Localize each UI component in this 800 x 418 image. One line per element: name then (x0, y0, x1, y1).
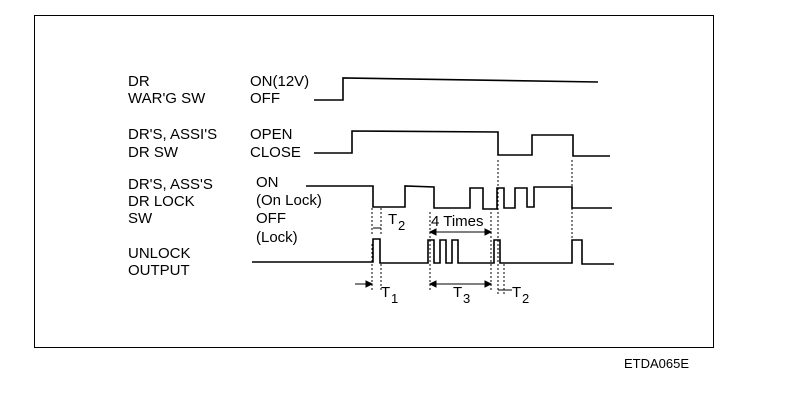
signal-1-state-high: ON(12V) (250, 73, 310, 90)
signal-2-state-low: CLOSE (250, 144, 301, 161)
signal-4-name-line-2: OUTPUT (128, 262, 190, 279)
t2b-label: T (512, 284, 522, 301)
arrowhead-t3-right (484, 280, 493, 288)
waveform-door-lock-sw (306, 185, 612, 210)
arrowhead-t1 (365, 280, 374, 288)
signal-3-name-line-3: SW (128, 210, 153, 227)
t2b-subscript: 2 (522, 291, 530, 306)
figure-code: ETDA065E (624, 356, 690, 371)
waveform-door-sw (314, 130, 610, 157)
arrowhead-times-right (484, 228, 493, 236)
four-times-label: 4 Times (431, 213, 484, 230)
t3-label: T (453, 284, 463, 301)
t3-subscript: 3 (463, 291, 471, 306)
arrowhead-times-left (428, 228, 437, 236)
t1-label: T (381, 284, 391, 301)
t2-label: T (388, 211, 398, 228)
signal-3-state-high-line-2: (On Lock) (256, 192, 322, 209)
signal-1-state-low: OFF (250, 90, 280, 107)
signal-3-name-line-2: DR LOCK (128, 193, 195, 210)
signal-1-name-line-2: WAR'G SW (128, 90, 206, 107)
signal-3-name-line-1: DR'S, ASS'S (128, 176, 213, 193)
t2-subscript: 2 (398, 218, 406, 233)
signal-2-name-line-1: DR'S, ASSI'S (128, 126, 218, 143)
signal-3-state-high-line-1: ON (256, 174, 279, 191)
signal-3-state-low-line-1: OFF (256, 210, 286, 227)
arrowhead-t3-left (428, 280, 437, 288)
waveform-dr-warning-sw (314, 77, 599, 101)
diagram-frame (34, 15, 714, 348)
signal-3-state-low-line-2: (Lock) (256, 229, 298, 246)
waveform-unlock-output (252, 238, 614, 265)
signal-4-name-line-1: UNLOCK (128, 245, 191, 262)
t1-subscript: 1 (391, 291, 399, 306)
signal-1-name-line-1: DR (128, 73, 150, 90)
signal-2-state-high: OPEN (250, 126, 293, 143)
signal-2-name-line-2: DR SW (128, 144, 178, 161)
